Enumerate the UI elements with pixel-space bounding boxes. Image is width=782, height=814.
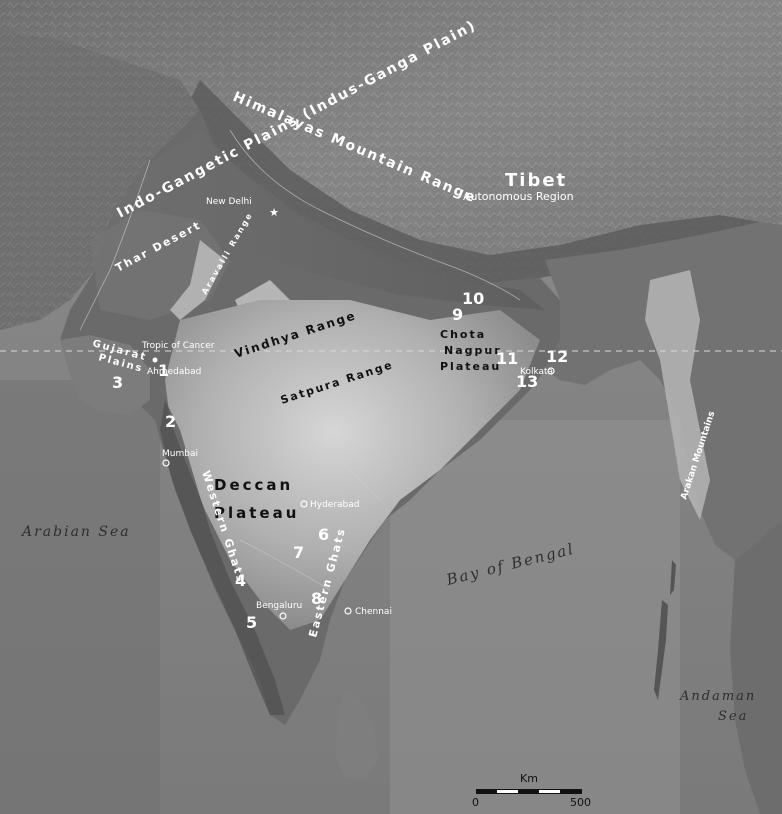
- new-delhi-label: New Delhi: [206, 197, 252, 207]
- scale-bar: Km 0 500: [472, 772, 591, 809]
- indo-gangetic-plain: [110, 130, 545, 310]
- marker-1: 1: [158, 361, 169, 380]
- hyderabad-label: Hyderabad: [310, 500, 360, 510]
- mumbai-dot: [162, 459, 170, 467]
- tropic-label: Tropic of Cancer: [141, 341, 215, 351]
- marker-5: 5: [246, 613, 257, 632]
- marker-4: 4: [235, 571, 246, 590]
- marker-8: 8: [311, 589, 322, 608]
- ahmedabad-label: Ahmedabad: [147, 367, 201, 377]
- andaman-islands: [654, 600, 668, 700]
- marker-2: 2: [165, 412, 176, 431]
- kolkata-dot: [547, 367, 555, 375]
- deccan-highlands: [165, 300, 540, 630]
- scale-unit: Km: [520, 772, 538, 785]
- deccan-label-1: Deccan: [214, 476, 293, 494]
- scale-min: 0: [472, 796, 479, 809]
- marker-12: 12: [546, 347, 568, 366]
- arabian-sea-label: Arabian Sea: [20, 524, 131, 540]
- tibet-sub-label: Autonomous Region: [463, 190, 574, 203]
- gujarat-peninsula: [60, 335, 150, 415]
- marker-3: 3: [112, 373, 123, 392]
- western-ghats-strip: [160, 400, 285, 715]
- andaman-label-2: Sea: [718, 709, 748, 724]
- marker-11: 11: [496, 349, 518, 368]
- chota-label-2: Nagpur: [444, 344, 502, 357]
- marker-9: 9: [452, 305, 463, 324]
- chennai-label: Chennai: [355, 607, 392, 617]
- tibet-label: Tibet: [505, 170, 567, 191]
- chota-label-1: Chota: [440, 328, 486, 341]
- marker-13: 13: [516, 372, 538, 391]
- bengaluru-label: Bengaluru: [256, 601, 302, 611]
- marker-6: 6: [318, 525, 329, 544]
- bengaluru-dot: [279, 612, 287, 620]
- sri-lanka: [335, 690, 378, 780]
- chota-label-3: Plateau: [440, 360, 501, 373]
- new-delhi-star-icon: ★: [269, 206, 279, 219]
- scale-max: 500: [570, 796, 591, 809]
- mumbai-label: Mumbai: [162, 449, 198, 459]
- eastern-landmass: [545, 222, 782, 560]
- hyderabad-dot: [300, 500, 308, 508]
- marker-7: 7: [293, 543, 304, 562]
- deccan-label-2: Plateau: [214, 504, 299, 522]
- marker-10: 10: [462, 289, 484, 308]
- chennai-dot: [344, 607, 352, 615]
- kolkata-label: Kolkata: [520, 367, 553, 377]
- arakan-ridge: [645, 270, 710, 520]
- ahmedabad-dot: [152, 357, 158, 363]
- andaman-label-1: Andaman: [679, 689, 756, 704]
